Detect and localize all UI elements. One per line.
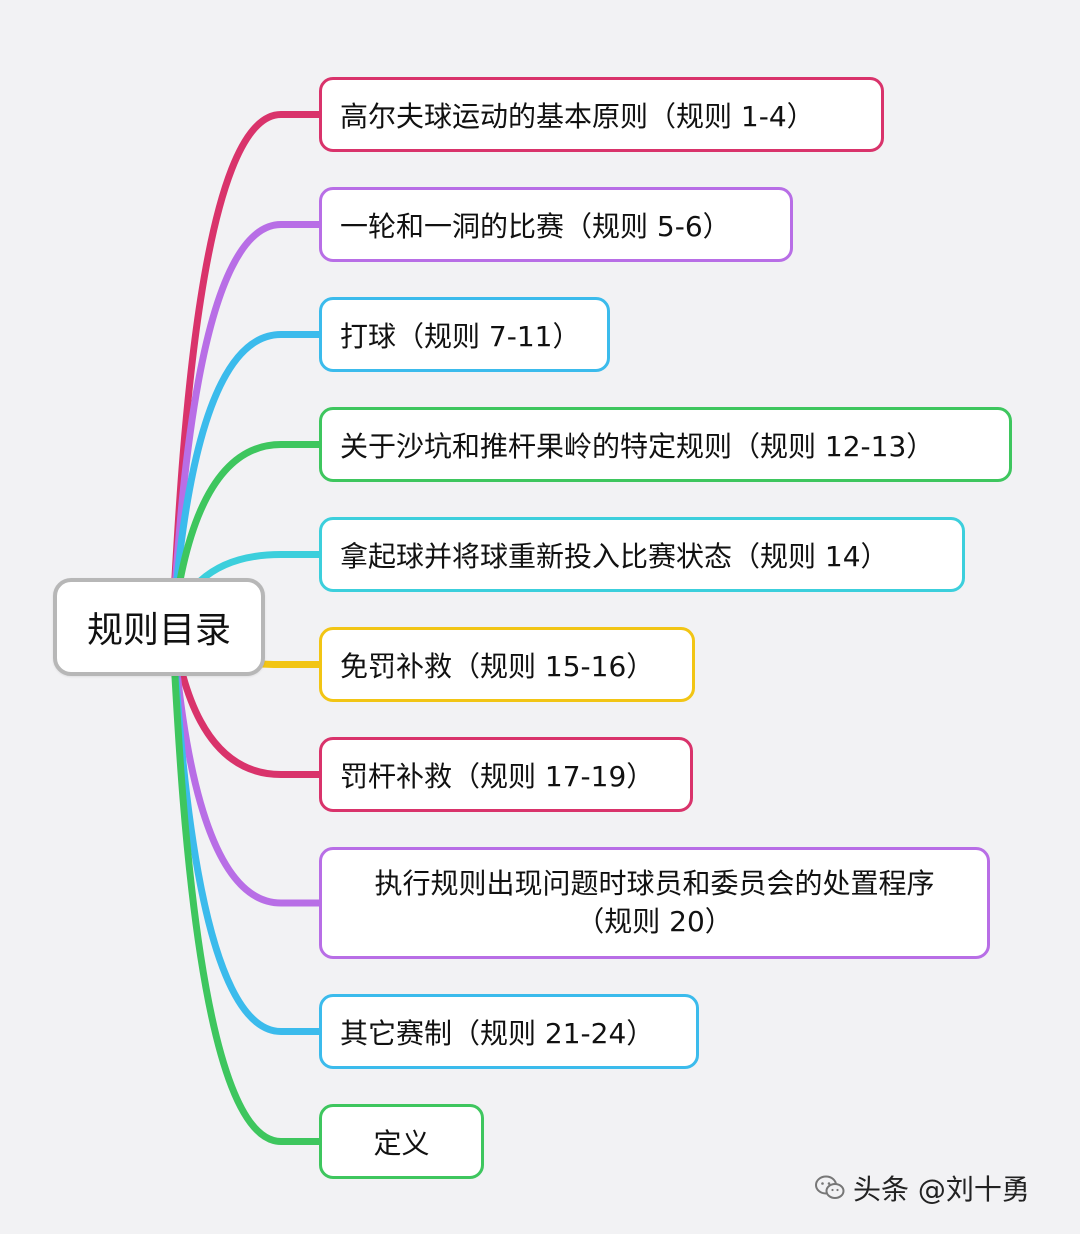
branch-node-rules-5-6[interactable]: 一轮和一洞的比赛（规则 5-6） xyxy=(319,187,793,262)
branch-node-rules-21-24[interactable]: 其它赛制（规则 21-24） xyxy=(319,994,699,1069)
watermark-text: 头条 @刘十勇 xyxy=(853,1173,1030,1206)
branch-node-rules-20[interactable]: 执行规则出现问题时球员和委员会的处置程序 （规则 20） xyxy=(319,847,990,959)
branch-node-rules-14[interactable]: 拿起球并将球重新投入比赛状态（规则 14） xyxy=(319,517,965,592)
root-node[interactable]: 规则目录 xyxy=(53,578,265,676)
branch-label: 其它赛制（规则 21-24） xyxy=(340,1016,655,1050)
branch-label: 关于沙坑和推杆果岭的特定规则（规则 12-13） xyxy=(340,429,935,463)
branch-node-definitions[interactable]: 定义 xyxy=(319,1104,484,1179)
branch-label-line2: （规则 20） xyxy=(576,905,733,938)
connector-line-8 xyxy=(168,623,325,1035)
branch-label: 定义 xyxy=(373,1126,430,1160)
root-label: 规则目录 xyxy=(86,610,231,651)
watermark: 头条 @刘十勇 xyxy=(815,1168,1030,1208)
branch-node-rules-15-16[interactable]: 免罚补救（规则 15-16） xyxy=(319,627,695,702)
branch-label: 执行规则出现问题时球员和委员会的处置程序 xyxy=(374,867,935,900)
branch-node-rules-1-4[interactable]: 高尔夫球运动的基本原则（规则 1-4） xyxy=(319,77,884,152)
connector-line-9 xyxy=(168,623,325,1145)
branch-label: 高尔夫球运动的基本原则（规则 1-4） xyxy=(340,99,815,133)
branch-node-rules-7-11[interactable]: 打球（规则 7-11） xyxy=(319,297,610,372)
connector-line-1 xyxy=(168,221,325,631)
branch-label: 免罚补救（规则 15-16） xyxy=(340,649,655,683)
wechat-icon xyxy=(815,1175,845,1199)
connector-line-0 xyxy=(168,111,325,631)
branch-label: 打球（规则 7-11） xyxy=(340,319,581,353)
branch-node-rules-17-19[interactable]: 罚杆补救（规则 17-19） xyxy=(319,737,693,812)
branch-label: 一轮和一洞的比赛（规则 5-6） xyxy=(340,209,731,243)
branch-node-rules-12-13[interactable]: 关于沙坑和推杆果岭的特定规则（规则 12-13） xyxy=(319,407,1012,482)
branch-label: 罚杆补救（规则 17-19） xyxy=(340,759,655,793)
branch-label: 拿起球并将球重新投入比赛状态（规则 14） xyxy=(340,539,889,573)
